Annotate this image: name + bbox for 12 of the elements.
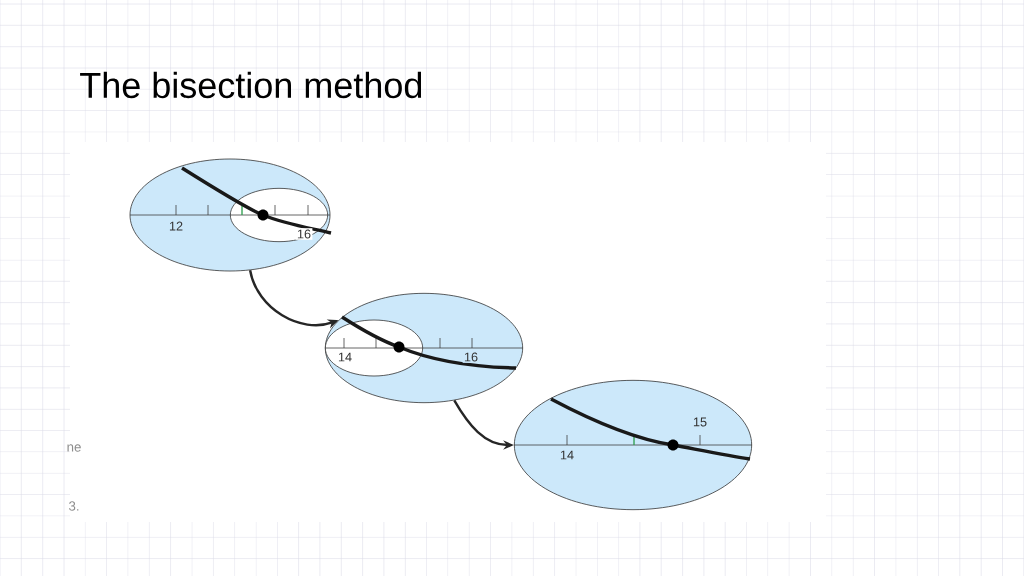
magnified-ellipse (513, 379, 753, 511)
tick-label: 16 (295, 228, 313, 240)
tick-label: 16 (462, 351, 480, 363)
tick-label: 14 (336, 351, 354, 363)
tick-label: 15 (691, 416, 709, 428)
cut-off-text: 3. (68, 501, 79, 511)
magnified-ellipse (229, 187, 329, 243)
tick-label: 12 (167, 220, 185, 232)
magnified-ellipse (324, 319, 424, 377)
tick-label: 14 (558, 449, 576, 461)
cut-off-text: ne (67, 444, 81, 452)
slide-title: The bisection method (80, 71, 422, 99)
